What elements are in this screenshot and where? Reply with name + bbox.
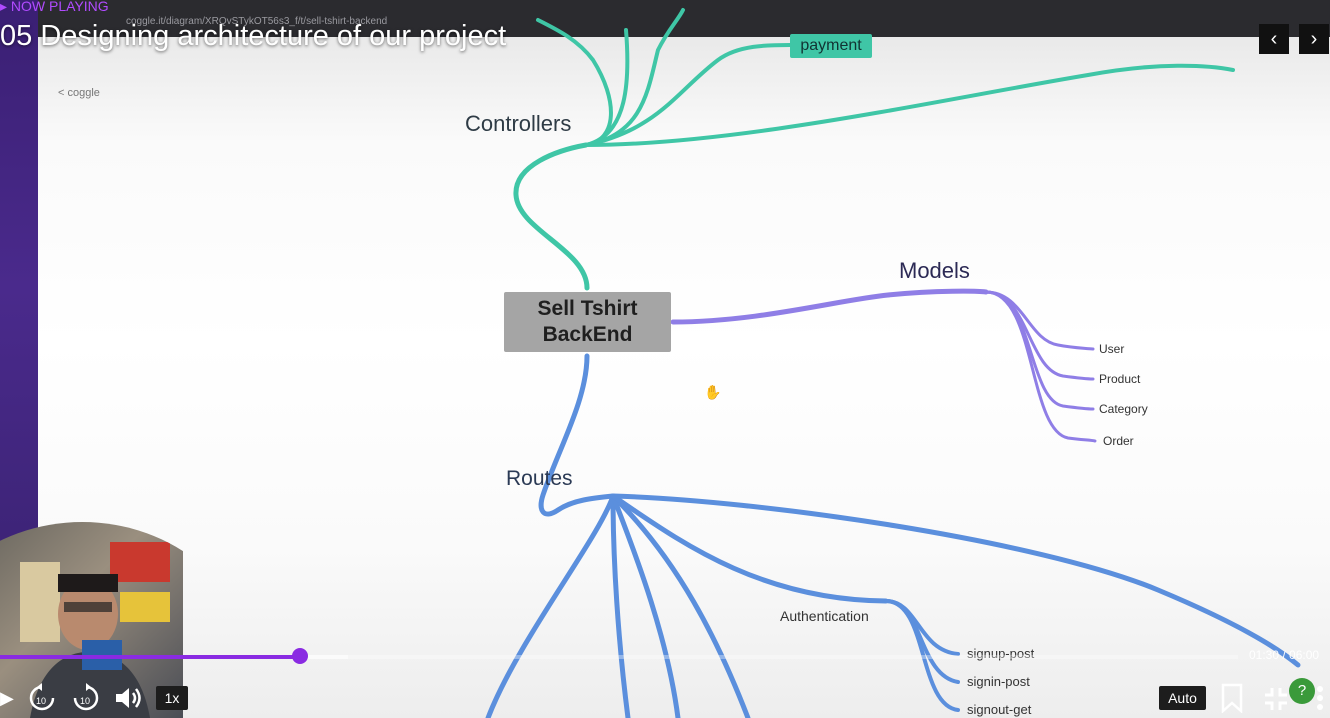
chevron-right-icon: › bbox=[1310, 28, 1318, 50]
chevron-left-icon: ‹ bbox=[1270, 28, 1278, 50]
more-button[interactable] bbox=[1315, 684, 1325, 717]
routes-label[interactable]: Routes bbox=[506, 467, 573, 490]
route-signup-post[interactable]: signup-post bbox=[967, 646, 1035, 661]
mindmap-canvas[interactable]: < coggle bbox=[38, 37, 1330, 718]
model-item-user[interactable]: User bbox=[1099, 342, 1125, 356]
now-playing-text: NOW PLAYING bbox=[10, 0, 109, 14]
svg-text:10: 10 bbox=[80, 696, 90, 706]
authentication-label[interactable]: Authentication bbox=[780, 608, 869, 624]
models-branches bbox=[670, 288, 1097, 443]
models-label[interactable]: Models bbox=[899, 258, 970, 283]
controllers-label[interactable]: Controllers bbox=[465, 111, 572, 136]
volume-icon bbox=[116, 688, 141, 708]
quality-button[interactable]: Auto bbox=[1159, 686, 1206, 710]
route-signin-post[interactable]: signin-post bbox=[967, 674, 1030, 689]
next-button[interactable]: › bbox=[1299, 24, 1329, 54]
rewind-10-icon: 10 bbox=[29, 683, 55, 711]
mindmap-branches bbox=[485, 8, 1301, 718]
browser-url: coggle.it/diagram/XRQvSTykOT56s3_f/t/sel… bbox=[126, 16, 388, 27]
root-node[interactable]: Sell Tshirt BackEnd bbox=[504, 292, 671, 352]
coggle-back-link: < coggle bbox=[58, 87, 100, 99]
progress-track[interactable] bbox=[0, 655, 1238, 659]
video-frame[interactable]: coggle.it/diagram/XRQvSTykOT56s3_f/t/sel… bbox=[38, 0, 1330, 718]
controllers-branches bbox=[513, 8, 1235, 291]
play-icon: ▶ bbox=[0, 688, 14, 708]
forward-10-button[interactable]: 10 bbox=[72, 682, 100, 717]
rewind-10-button[interactable]: 10 bbox=[28, 682, 56, 717]
model-item-category[interactable]: Category bbox=[1099, 402, 1148, 416]
progress-scrubber[interactable] bbox=[291, 648, 308, 664]
play-button[interactable]: ▶ bbox=[0, 688, 14, 709]
bookmark-button[interactable] bbox=[1220, 683, 1244, 718]
speed-button[interactable]: 1x bbox=[156, 686, 188, 710]
help-icon[interactable]: ? bbox=[1289, 678, 1315, 704]
browser-toolbar: coggle.it/diagram/XRQvSTykOT56s3_f/t/sel… bbox=[38, 0, 1330, 37]
exit-fullscreen-icon bbox=[1265, 688, 1287, 710]
model-item-order[interactable]: Order bbox=[1103, 434, 1134, 448]
exit-fullscreen-button[interactable] bbox=[1263, 686, 1289, 717]
more-vertical-icon bbox=[1317, 686, 1323, 710]
svg-text:10: 10 bbox=[36, 696, 46, 706]
time-readout: 01:30 / 06:00 bbox=[1249, 648, 1320, 662]
prev-button[interactable]: ‹ bbox=[1259, 24, 1289, 54]
volume-button[interactable] bbox=[114, 684, 144, 717]
video-title: 05 Designing architecture of our project bbox=[0, 20, 507, 52]
route-signout-get[interactable]: signout-get bbox=[967, 702, 1032, 717]
hand-cursor-icon: ✋ bbox=[704, 384, 722, 400]
root-node-line1: Sell Tshirt bbox=[537, 297, 638, 320]
forward-10-icon: 10 bbox=[73, 683, 99, 711]
payment-chip[interactable]: payment bbox=[790, 34, 872, 58]
progress-played bbox=[0, 655, 300, 659]
bookmark-icon bbox=[1221, 683, 1243, 714]
root-node-line2: BackEnd bbox=[542, 323, 633, 346]
coggle-back-label: coggle bbox=[67, 87, 100, 99]
now-playing-label: ▸ NOW PLAYING bbox=[0, 0, 109, 14]
routes-branches bbox=[485, 353, 1301, 718]
model-item-product[interactable]: Product bbox=[1099, 372, 1141, 386]
